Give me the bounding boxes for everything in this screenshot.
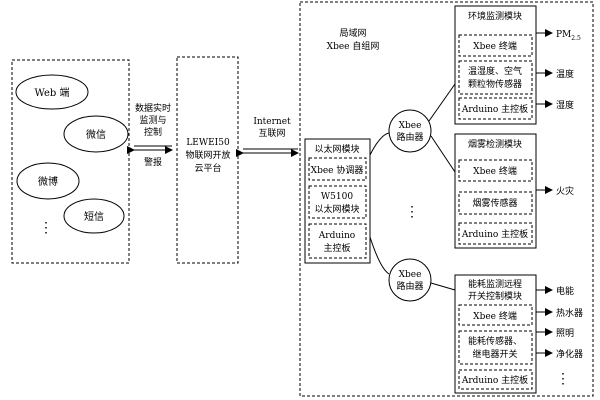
lan-label-2: Xbee 自组网 [327,40,380,52]
link-eth-router-top [369,132,390,156]
smoke-module-box [454,133,537,249]
energy-arduino-box [458,369,533,390]
energy-terminal-label: Xbee 终端 [473,310,517,322]
env-terminal-label: Xbee 终端 [473,40,517,52]
output-humidity: 湿度 [556,99,574,111]
env-terminal-box [458,34,533,57]
energy-arduino-label: Arduino 主控板 [461,374,528,386]
link-eth-router-bottom [369,236,390,275]
env-sensor-box [458,60,533,95]
link-router-env [428,83,456,122]
client-sms: 短信 [63,198,125,234]
w5100-box [308,185,367,219]
link-router-energy [430,282,456,291]
output-pm: PM2.5 [556,30,581,42]
router-ellipsis: ⋮ [405,204,419,220]
smoke-sensor-box [458,191,533,215]
cloud-label-1: LEWEI50 [186,138,230,148]
link-internet-arrow [236,148,299,157]
lan-outer-box [299,1,594,397]
env-arduino-box [458,97,533,120]
ethernet-arduino-label-1: Arduino [318,231,355,241]
client-web-label: Web 端 [35,86,70,99]
client-web: Web 端 [15,74,89,110]
link-left-label-3: 控制 [144,126,162,138]
w5100-label-2: 以太网模块 [314,203,359,215]
output-more-ellipsis: ⋮ [556,371,570,387]
ethernet-arduino-label-2: 主控板 [323,242,350,254]
link-router-smoke [430,135,456,173]
energy-module-box [454,274,537,394]
lan-label-1: 局域网 [339,27,366,39]
internet-label-1: Internet [253,117,291,127]
client-wechat: 微信 [63,115,129,153]
smoke-arduino-label: Arduino 主控板 [461,228,528,240]
cloud-label-2: 物联网开放 [185,149,230,161]
ethernet-arduino-box [308,223,367,259]
client-wechat-label: 微信 [86,128,106,141]
smoke-terminal-box [458,159,533,182]
link-left-label-2: 监测与 [139,114,166,126]
output-fire: 火灾 [556,185,574,197]
env-sensor-label-1: 温湿度、空气 [468,65,522,77]
router-top: Xbee 路由器 [388,109,432,153]
router-bottom-label-2: 路由器 [396,280,423,292]
env-sensor-label-2: 颗粒物传感器 [468,78,522,90]
client-more-ellipsis: ⋮ [39,220,53,236]
output-temp: 温度 [556,68,574,80]
link-left-arrow [127,145,173,154]
energy-terminal-box [458,304,533,326]
router-bottom: Xbee 路由器 [388,258,432,302]
env-title: 环境监测模块 [468,10,522,22]
internet-label-2: 互联网 [258,128,285,139]
router-top-label-2: 路由器 [396,131,423,143]
coordinator-label: Xbee 协调器 [311,164,364,176]
smoke-terminal-label: Xbee 终端 [473,165,517,177]
energy-sensor-label-2: 继电器开关 [472,348,517,360]
cloud-platform-box [176,56,239,264]
coordinator-box [308,157,367,181]
output-power: 电能 [556,285,574,297]
link-left-label-1: 数据实时 [135,102,171,114]
ethernet-title: 以太网模块 [314,143,359,155]
energy-title-1: 能耗监测远程 [468,278,522,290]
env-arduino-label: Arduino 主控板 [461,103,528,115]
output-water-heater: 热水器 [556,307,583,319]
client-weibo-label: 微博 [38,175,58,188]
cloud-label-3: 云平台 [194,162,221,174]
energy-title-2: 开关控制模块 [468,290,522,302]
client-sms-label: 短信 [84,210,104,223]
energy-sensor-label-1: 能耗传感器、 [468,335,522,347]
router-top-label-1: Xbee [399,121,422,131]
output-purifier: 净化器 [556,348,583,360]
output-lighting: 照明 [556,328,574,339]
energy-sensor-box [458,330,533,365]
smoke-arduino-box [458,222,533,245]
w5100-label-1: W5100 [321,192,353,202]
ethernet-module-box [304,138,371,264]
smoke-sensor-label: 烟雾传感器 [472,197,517,209]
client-weibo: 微博 [16,162,80,200]
link-left-label-4: 警报 [144,156,162,168]
router-bottom-label-1: Xbee [399,270,422,280]
env-module-box [454,5,537,125]
smoke-title: 烟雾检测模块 [468,138,522,150]
